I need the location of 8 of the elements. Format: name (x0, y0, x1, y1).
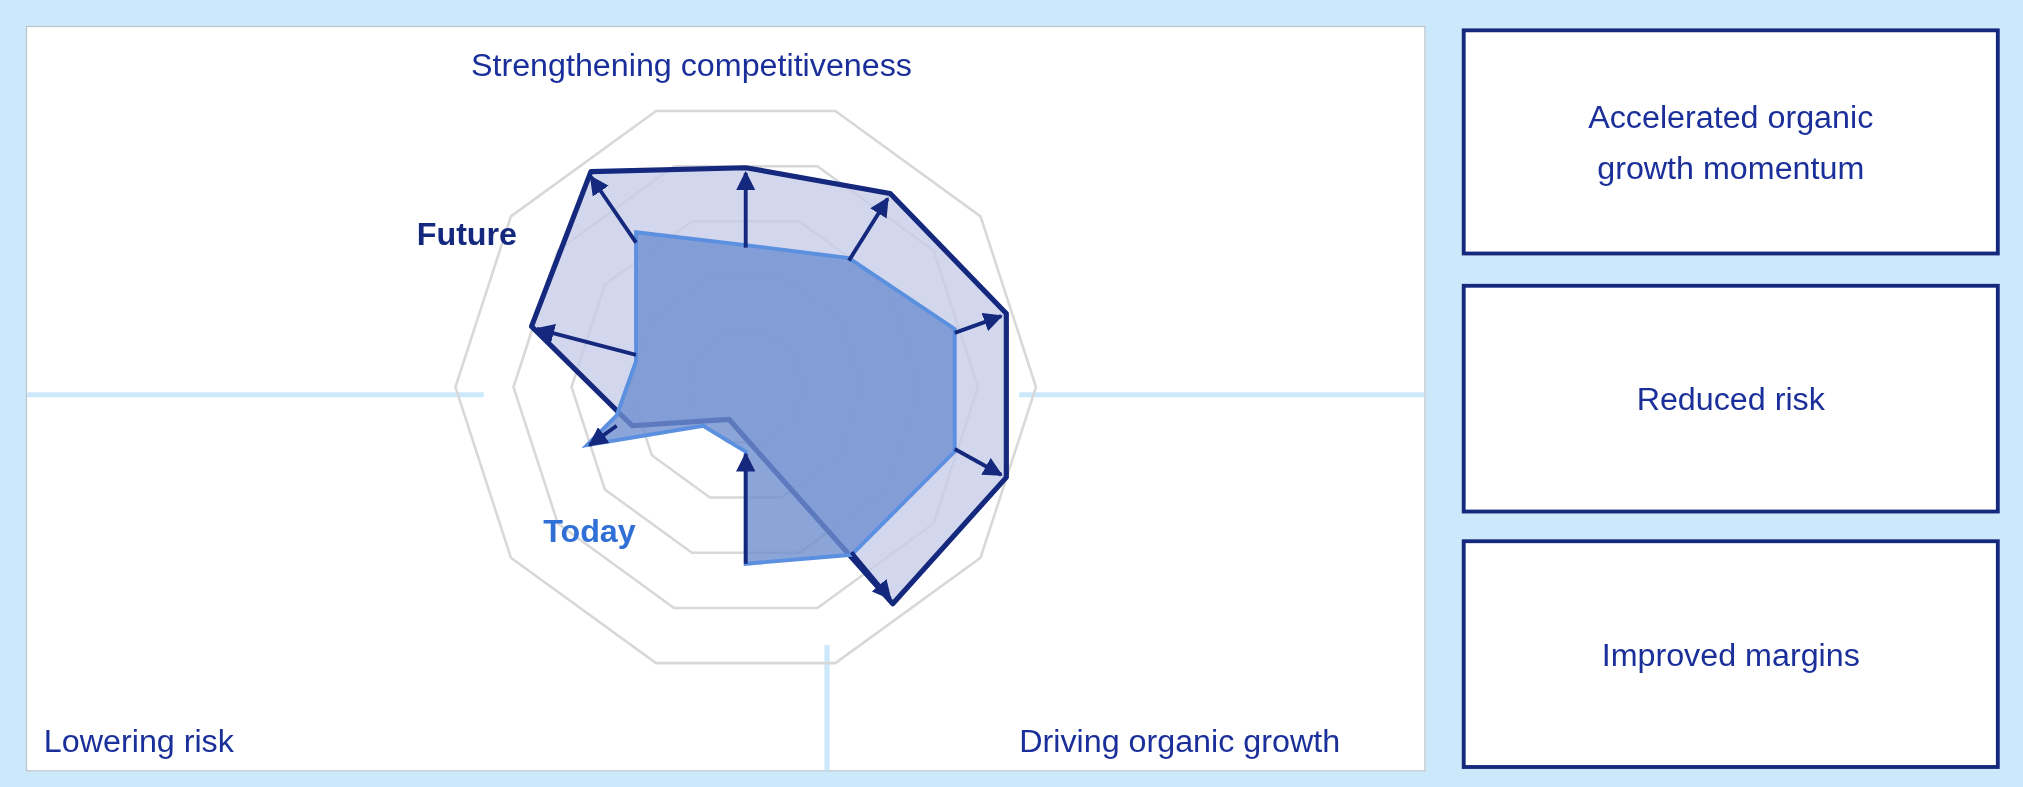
series-label: Future (416, 215, 518, 253)
sector-label: Lowering risk (43, 722, 234, 760)
outcome-box: Reduced risk (1461, 283, 2000, 514)
sector-label: Driving organic growth (1019, 722, 1341, 760)
sector-label: Strengthening competitiveness (470, 46, 912, 84)
series-label: Today (543, 512, 636, 550)
outcome-box: Accelerated organic growth momentum (1461, 28, 2000, 256)
outcome-box: Improved margins (1461, 539, 2000, 769)
